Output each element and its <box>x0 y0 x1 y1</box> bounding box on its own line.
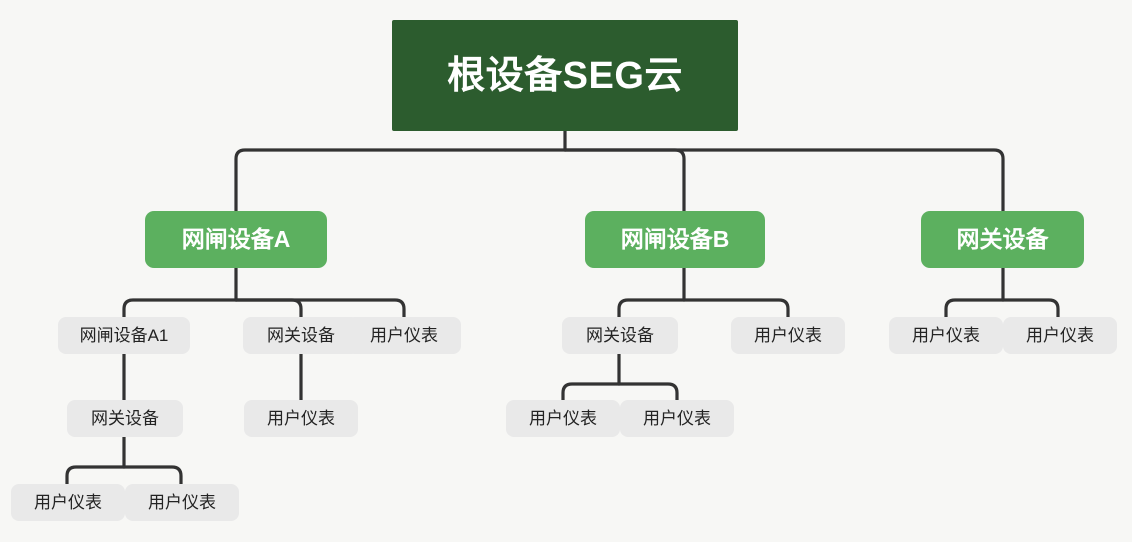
node-meter-b2[interactable]: 用户仪表 <box>620 400 734 437</box>
edge-gate-a-to-meter-a <box>234 298 406 319</box>
node-meter-g1[interactable]: 用户仪表 <box>889 317 1003 354</box>
edge-gateway-a1-to-right-meter <box>122 465 183 486</box>
edge-gateway-b-to-meter-b2 <box>617 382 679 402</box>
node-meter-b1[interactable]: 用户仪表 <box>506 400 620 437</box>
edge-root-to-gate-a <box>234 148 567 213</box>
node-meter-a1-left[interactable]: 用户仪表 <box>11 484 125 521</box>
node-meter-b[interactable]: 用户仪表 <box>731 317 845 354</box>
node-meter-a[interactable]: 用户仪表 <box>347 317 461 354</box>
node-meter-a2[interactable]: 用户仪表 <box>244 400 358 437</box>
node-gateway-a1[interactable]: 网关设备 <box>67 400 183 437</box>
edge-gate-a-to-a1 <box>122 298 238 319</box>
edge-gate-b-to-meter-b <box>682 298 790 319</box>
edge-gateway-top-to-meter-g2 <box>1001 298 1060 319</box>
node-gate-a[interactable]: 网闸设备A <box>145 211 327 268</box>
edge-gateway-a1-to-left-meter <box>65 465 126 486</box>
node-gate-a1[interactable]: 网闸设备A1 <box>58 317 190 354</box>
edge-root-to-gateway-top <box>563 148 1005 213</box>
edge-gate-b-to-gateway-b <box>617 298 686 319</box>
node-gateway-a[interactable]: 网关设备 <box>243 317 359 354</box>
node-root[interactable]: 根设备SEG云 <box>392 20 738 131</box>
node-gateway-b[interactable]: 网关设备 <box>562 317 678 354</box>
node-meter-g2[interactable]: 用户仪表 <box>1003 317 1117 354</box>
edge-gate-a-to-gateway-a <box>234 298 303 319</box>
edge-gateway-b-to-meter-b1 <box>561 382 621 402</box>
node-gateway-top[interactable]: 网关设备 <box>921 211 1084 268</box>
node-meter-a1-right[interactable]: 用户仪表 <box>125 484 239 521</box>
edge-gateway-top-to-meter-g1 <box>944 298 1005 319</box>
edge-root-to-gate-b <box>563 148 686 213</box>
node-gate-b[interactable]: 网闸设备B <box>585 211 765 268</box>
